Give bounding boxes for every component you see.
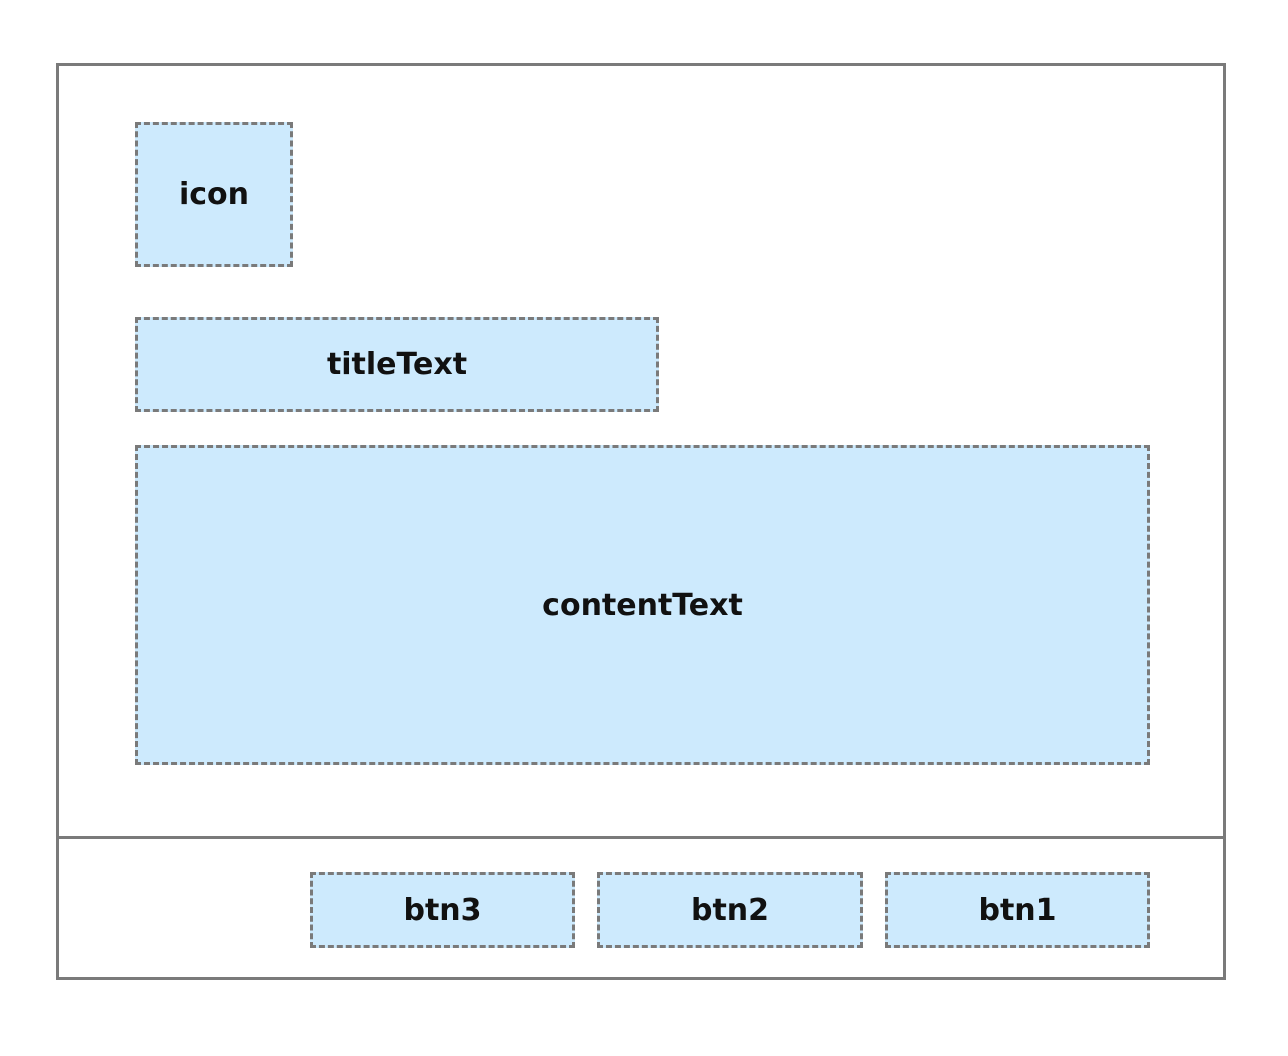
btn1-slot-label: btn1	[978, 892, 1057, 928]
footer-divider	[56, 836, 1226, 839]
btn1-slot[interactable]: btn1	[885, 872, 1150, 948]
title-text-slot-label: titleText	[326, 347, 468, 382]
btn2-slot-label: btn2	[690, 892, 770, 928]
title-text-slot: titleText	[135, 317, 659, 412]
btn2-slot[interactable]: btn2	[597, 872, 863, 948]
icon-slot: icon	[135, 122, 293, 267]
content-text-slot: contentText	[135, 445, 1150, 765]
content-text-slot-label: contentText	[542, 587, 743, 623]
icon-slot-label: icon	[178, 177, 250, 212]
btn3-slot-label: btn3	[403, 892, 482, 928]
btn3-slot[interactable]: btn3	[310, 872, 575, 948]
